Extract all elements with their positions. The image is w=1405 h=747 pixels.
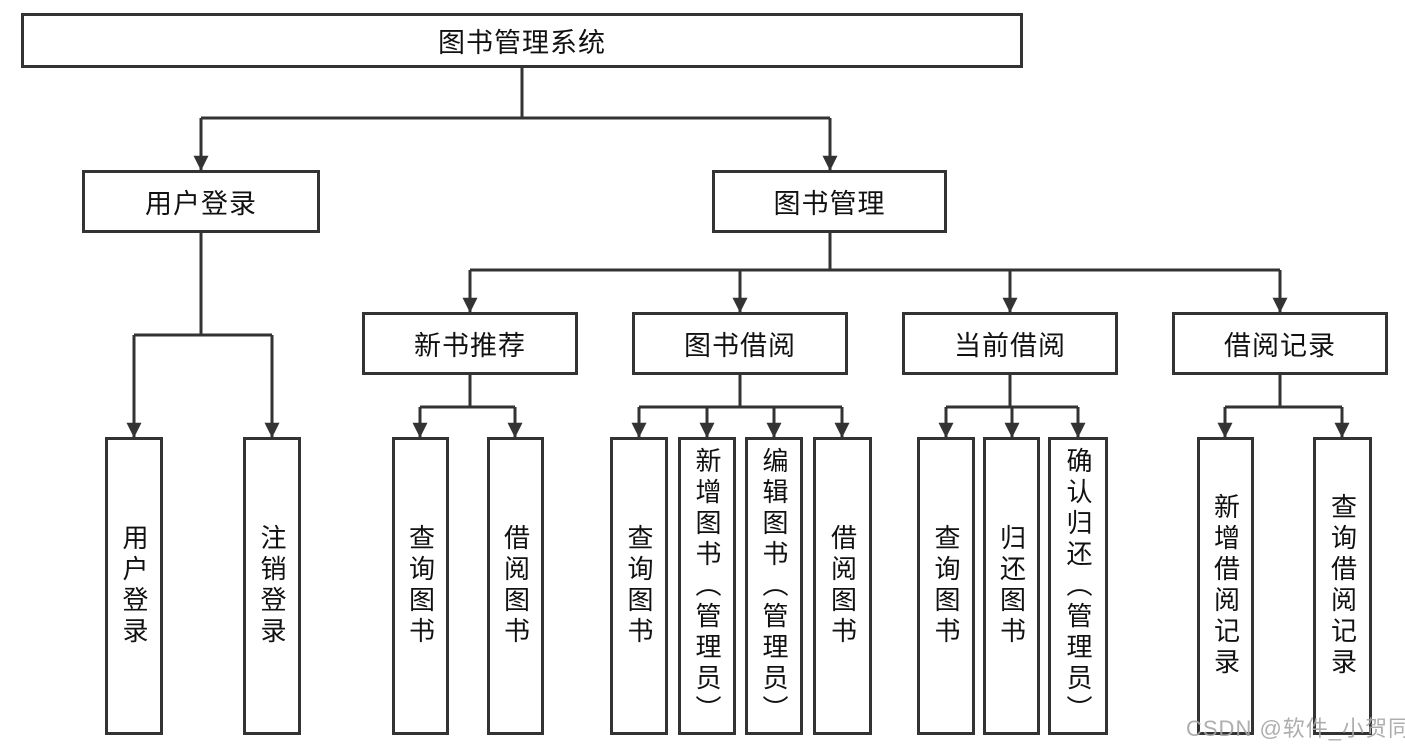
leaf-borrow-books-borrow-label: 借阅图书 xyxy=(827,524,858,648)
node-user-login: 用户登录 xyxy=(82,170,320,233)
node-borrow-records: 借阅记录 xyxy=(1172,312,1388,375)
leaf-borrow-books-newbook-label: 借阅图书 xyxy=(500,524,531,648)
leaf-query-borrow-record-label: 查询借阅记录 xyxy=(1327,493,1358,679)
node-book-borrow: 图书借阅 xyxy=(632,312,848,375)
leaf-query-books-newbook-label: 查询图书 xyxy=(405,524,436,648)
node-root-system: 图书管理系统 xyxy=(21,13,1023,68)
leaf-add-book-admin-label: 新增图书（管理员） xyxy=(692,446,722,726)
leaf-query-books-borrow: 查询图书 xyxy=(610,437,668,735)
leaf-edit-book-admin-label: 编辑图书（管理员） xyxy=(759,446,789,726)
node-current-borrow: 当前借阅 xyxy=(902,312,1118,375)
leaf-borrow-books-newbook: 借阅图书 xyxy=(487,437,544,735)
leaf-borrow-books-borrow: 借阅图书 xyxy=(813,437,872,735)
leaf-add-book-admin: 新增图书（管理员） xyxy=(678,437,736,735)
leaf-user-login-label: 用户登录 xyxy=(119,524,149,648)
node-book-management: 图书管理 xyxy=(712,170,947,233)
leaf-return-book: 归还图书 xyxy=(983,437,1040,735)
leaf-query-books-borrow-label: 查询图书 xyxy=(624,524,654,648)
leaf-add-borrow-record-label: 新增借阅记录 xyxy=(1210,493,1241,679)
leaf-confirm-return-admin-label: 确认归还（管理员） xyxy=(1063,446,1093,726)
node-new-book-recommend: 新书推荐 xyxy=(362,312,578,375)
watermark: CSDN @软件_小贺同学 xyxy=(1186,716,1405,741)
leaf-user-login: 用户登录 xyxy=(105,437,163,735)
leaf-edit-book-admin: 编辑图书（管理员） xyxy=(745,437,803,735)
leaf-query-books-current-label: 查询图书 xyxy=(931,524,961,648)
leaf-confirm-return-admin: 确认归还（管理员） xyxy=(1048,437,1108,735)
leaf-query-borrow-record: 查询借阅记录 xyxy=(1313,437,1372,735)
leaf-logout-label: 注销登录 xyxy=(257,524,287,648)
leaf-add-borrow-record: 新增借阅记录 xyxy=(1197,437,1254,735)
leaf-return-book-label: 归还图书 xyxy=(996,524,1027,648)
leaf-query-books-newbook: 查询图书 xyxy=(392,437,449,735)
leaf-logout: 注销登录 xyxy=(243,437,301,735)
leaf-query-books-current: 查询图书 xyxy=(917,437,975,735)
